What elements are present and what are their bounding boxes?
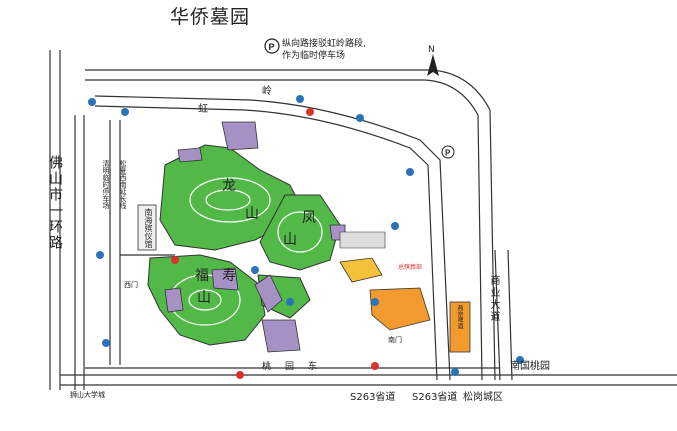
road-label-foshan-ring: 佛山市一环路 [47,155,63,251]
road-label-nanguo-taoyuan: 南国桃园 [510,361,550,372]
road-label-s263-left: S263省道 [350,392,396,403]
green-zones [147,144,341,346]
road-label-s263-right: S263省道 [412,392,458,403]
purple-zones [164,121,346,353]
road-label-hongling-2: 岭 [262,86,272,97]
compass-label: N [428,45,435,55]
north-arrow-icon [427,54,439,76]
parking-sign-icon: P [264,38,280,54]
road-label-shangye: 商业大道 [488,275,499,323]
area-label-fushou-1: 福 [195,268,209,284]
map-markers [88,95,524,379]
area-label-west-gate: 西门 [124,281,138,289]
area-label-yanjing: 燕京啤酒 [456,305,463,329]
svg-text:P: P [445,149,451,158]
map-title: 华侨墓园 [170,6,251,28]
road-label-hongling-1: 虹 [198,104,208,115]
area-label-nanhai-funeral: 南海殡仪馆 [144,208,153,248]
parking-sign-icon-right: P [441,145,455,159]
area-label-south-gate: 南门 [388,336,402,344]
area-label-guichang: 总殡葬部 [398,264,423,271]
road-label-taoyuan-east: 桃园东 [262,362,332,372]
funeral-building [137,204,386,251]
road-network [49,50,677,390]
area-label-fushou-3: 山 [197,290,211,306]
svg-text:P: P [269,42,275,52]
parking-note-line1: 纵向路接驳虹岭路段, [282,39,366,49]
area-label-longshan-1: 龙 [222,178,236,194]
road-label-songgang: 松岗城区 [463,392,503,403]
parking-note-line2: 作为临时停车场 [282,51,346,61]
road-label-qingming-parking: 清明临时停车场 [102,160,110,209]
area-label-longshan-2: 山 [245,206,259,222]
area-label-fengshan-2: 山 [283,232,297,248]
road-label-songze-extension: 松夏西南延长线 [119,160,127,209]
area-label-fushou-2: 寿 [222,268,236,284]
road-label-shishan-university: 狮山大学城 [70,391,105,399]
orange-zones [339,257,471,353]
area-label-fengshan-1: 凤 [302,210,316,226]
